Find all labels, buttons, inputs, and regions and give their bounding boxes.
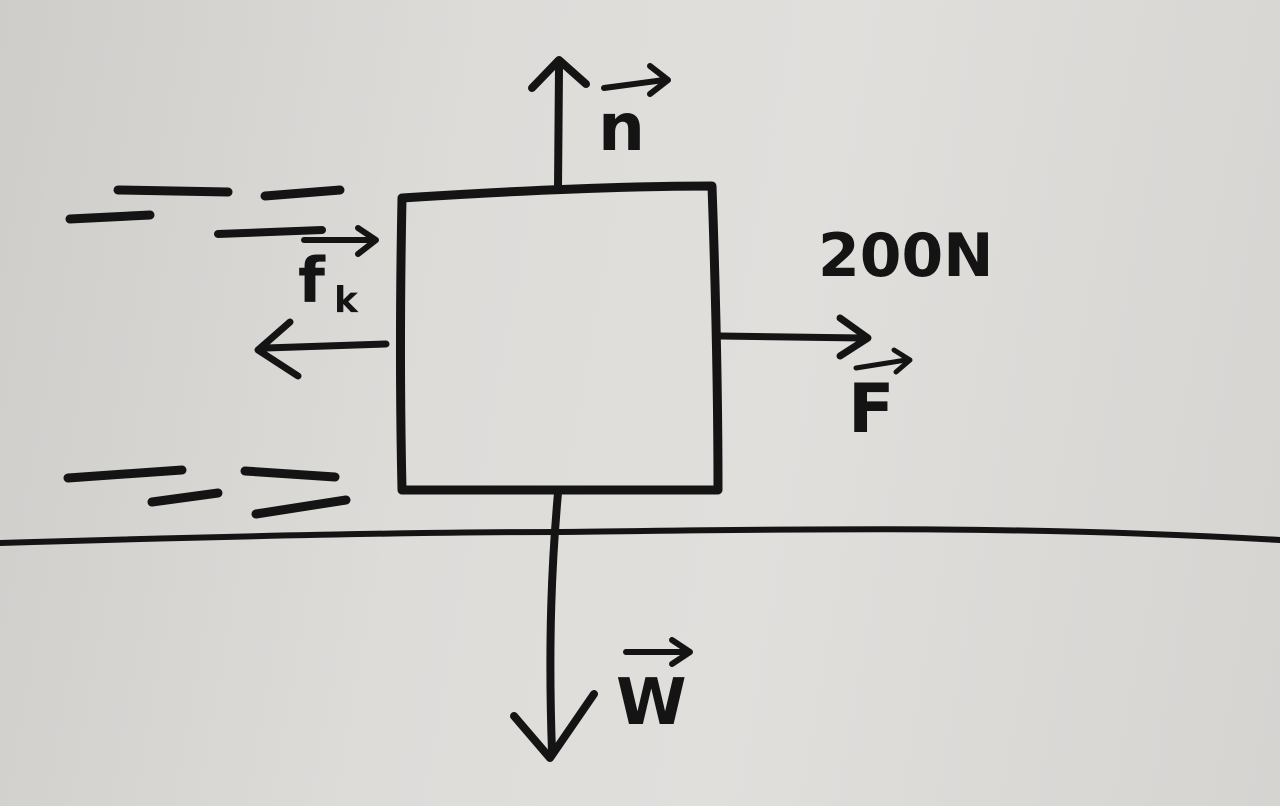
vector-arrow-f (301, 225, 379, 257)
ground-line (0, 526, 1280, 546)
normal-force-arrow (528, 56, 590, 192)
vector-arrow-W (623, 637, 693, 667)
label-friction-subscript: k (334, 280, 359, 321)
vector-arrow-F (853, 347, 913, 375)
vector-arrow-n (601, 63, 671, 97)
weight-arrow (510, 489, 598, 762)
label-applied-magnitude: 200N (818, 221, 993, 291)
friction-force-arrow (254, 318, 390, 380)
label-applied-force: F (848, 370, 894, 449)
applied-force-arrow (716, 314, 872, 360)
motion-lines-lower (63, 465, 351, 519)
block (396, 181, 723, 495)
motion-lines-upper (65, 185, 345, 238)
label-friction-force: f (298, 244, 326, 317)
label-normal-force: n (598, 89, 645, 166)
label-weight: W (616, 666, 687, 740)
